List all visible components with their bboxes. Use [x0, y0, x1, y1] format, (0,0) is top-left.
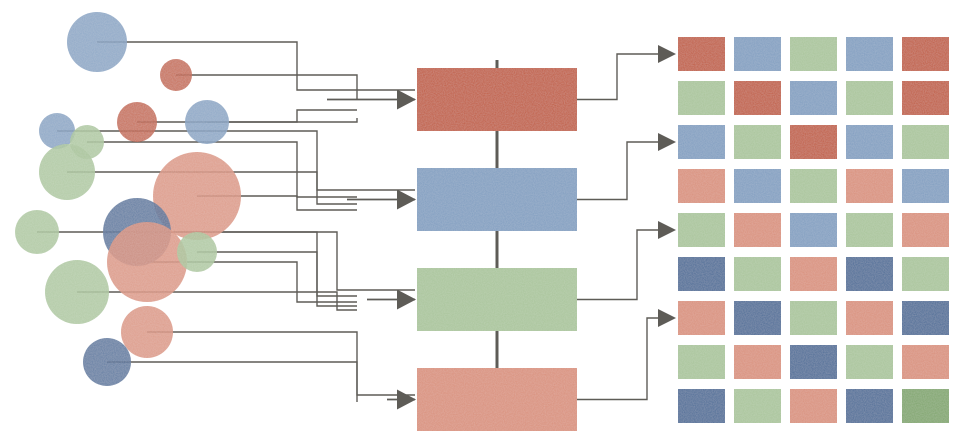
- connector-line: [197, 251, 357, 307]
- process-block: [417, 168, 577, 231]
- source-circle: [177, 232, 217, 272]
- grid-cell: [734, 213, 781, 247]
- connector-line: [207, 118, 358, 123]
- connector-line: [197, 195, 357, 211]
- grid-cell: [734, 37, 781, 71]
- grid-cell: [846, 345, 893, 379]
- source-circle: [121, 306, 173, 358]
- grid-cell: [902, 345, 949, 379]
- grid-cell: [678, 213, 725, 247]
- process-block: [417, 368, 577, 431]
- arrowhead: [397, 289, 416, 310]
- connector-line: [107, 361, 358, 402]
- grid-cell: [790, 389, 837, 423]
- grid-cell: [846, 213, 893, 247]
- arrowhead: [397, 89, 416, 110]
- grid-cell: [902, 301, 949, 335]
- grid-cell: [678, 37, 725, 71]
- grid-cell: [902, 213, 949, 247]
- grid-cell: [734, 169, 781, 203]
- output-grid: [678, 37, 949, 423]
- source-circles: [15, 12, 241, 386]
- grid-cell: [846, 301, 893, 335]
- connector-line: [147, 331, 415, 396]
- grid-cell: [678, 169, 725, 203]
- grid-cell: [902, 389, 949, 423]
- grid-cell: [734, 81, 781, 115]
- output-connector: [577, 141, 664, 201]
- output-arrowhead: [658, 221, 676, 239]
- grid-cell: [846, 257, 893, 291]
- grid-cell: [678, 81, 725, 115]
- process-block: [417, 268, 577, 331]
- connector-line: [87, 141, 357, 198]
- grid-cell: [734, 389, 781, 423]
- grid-cell: [734, 301, 781, 335]
- output-arrowhead: [658, 45, 676, 63]
- process-block: [417, 68, 577, 131]
- source-circle: [185, 100, 229, 144]
- connector-line: [147, 261, 357, 303]
- grid-cell: [678, 389, 725, 423]
- source-circle: [83, 338, 131, 386]
- source-circle: [45, 260, 109, 324]
- grid-cell: [734, 345, 781, 379]
- connector-line: [97, 41, 415, 91]
- output-connector: [577, 317, 664, 401]
- grid-cell: [902, 169, 949, 203]
- grid-cell: [846, 389, 893, 423]
- grid-cell: [790, 345, 837, 379]
- output-connector: [577, 229, 664, 301]
- source-circle: [39, 113, 75, 149]
- grid-cell: [846, 169, 893, 203]
- output-arrowhead: [658, 133, 676, 151]
- grid-cell: [790, 301, 837, 335]
- grid-cell: [734, 125, 781, 159]
- grid-cell: [846, 125, 893, 159]
- grid-cell: [846, 37, 893, 71]
- grid-cell: [790, 37, 837, 71]
- grid-cell: [790, 213, 837, 247]
- grid-cell: [678, 257, 725, 291]
- source-circle: [153, 152, 241, 240]
- source-circle: [107, 222, 187, 302]
- connector-line: [77, 291, 357, 311]
- source-circle: [67, 12, 127, 72]
- arrowhead: [397, 389, 416, 410]
- output-arrowhead: [658, 309, 676, 327]
- source-circle: [160, 59, 192, 91]
- source-circle: [39, 144, 95, 200]
- connector-line: [137, 109, 357, 123]
- grid-cell: [790, 81, 837, 115]
- grid-cell: [790, 125, 837, 159]
- grid-cell: [678, 125, 725, 159]
- output-connector: [577, 53, 664, 101]
- grid-cell: [790, 257, 837, 291]
- arrowhead: [397, 189, 416, 210]
- process-blocks: [417, 68, 577, 431]
- grid-cell: [846, 81, 893, 115]
- source-circle: [15, 210, 59, 254]
- source-circle: [117, 102, 157, 142]
- grid-cell: [902, 37, 949, 71]
- grid-cell: [678, 345, 725, 379]
- grid-cell: [902, 257, 949, 291]
- grid-cell: [734, 257, 781, 291]
- connector-line: [176, 74, 358, 100]
- grid-cell: [790, 169, 837, 203]
- grid-cell: [678, 301, 725, 335]
- grid-cell: [902, 81, 949, 115]
- grid-cell: [902, 125, 949, 159]
